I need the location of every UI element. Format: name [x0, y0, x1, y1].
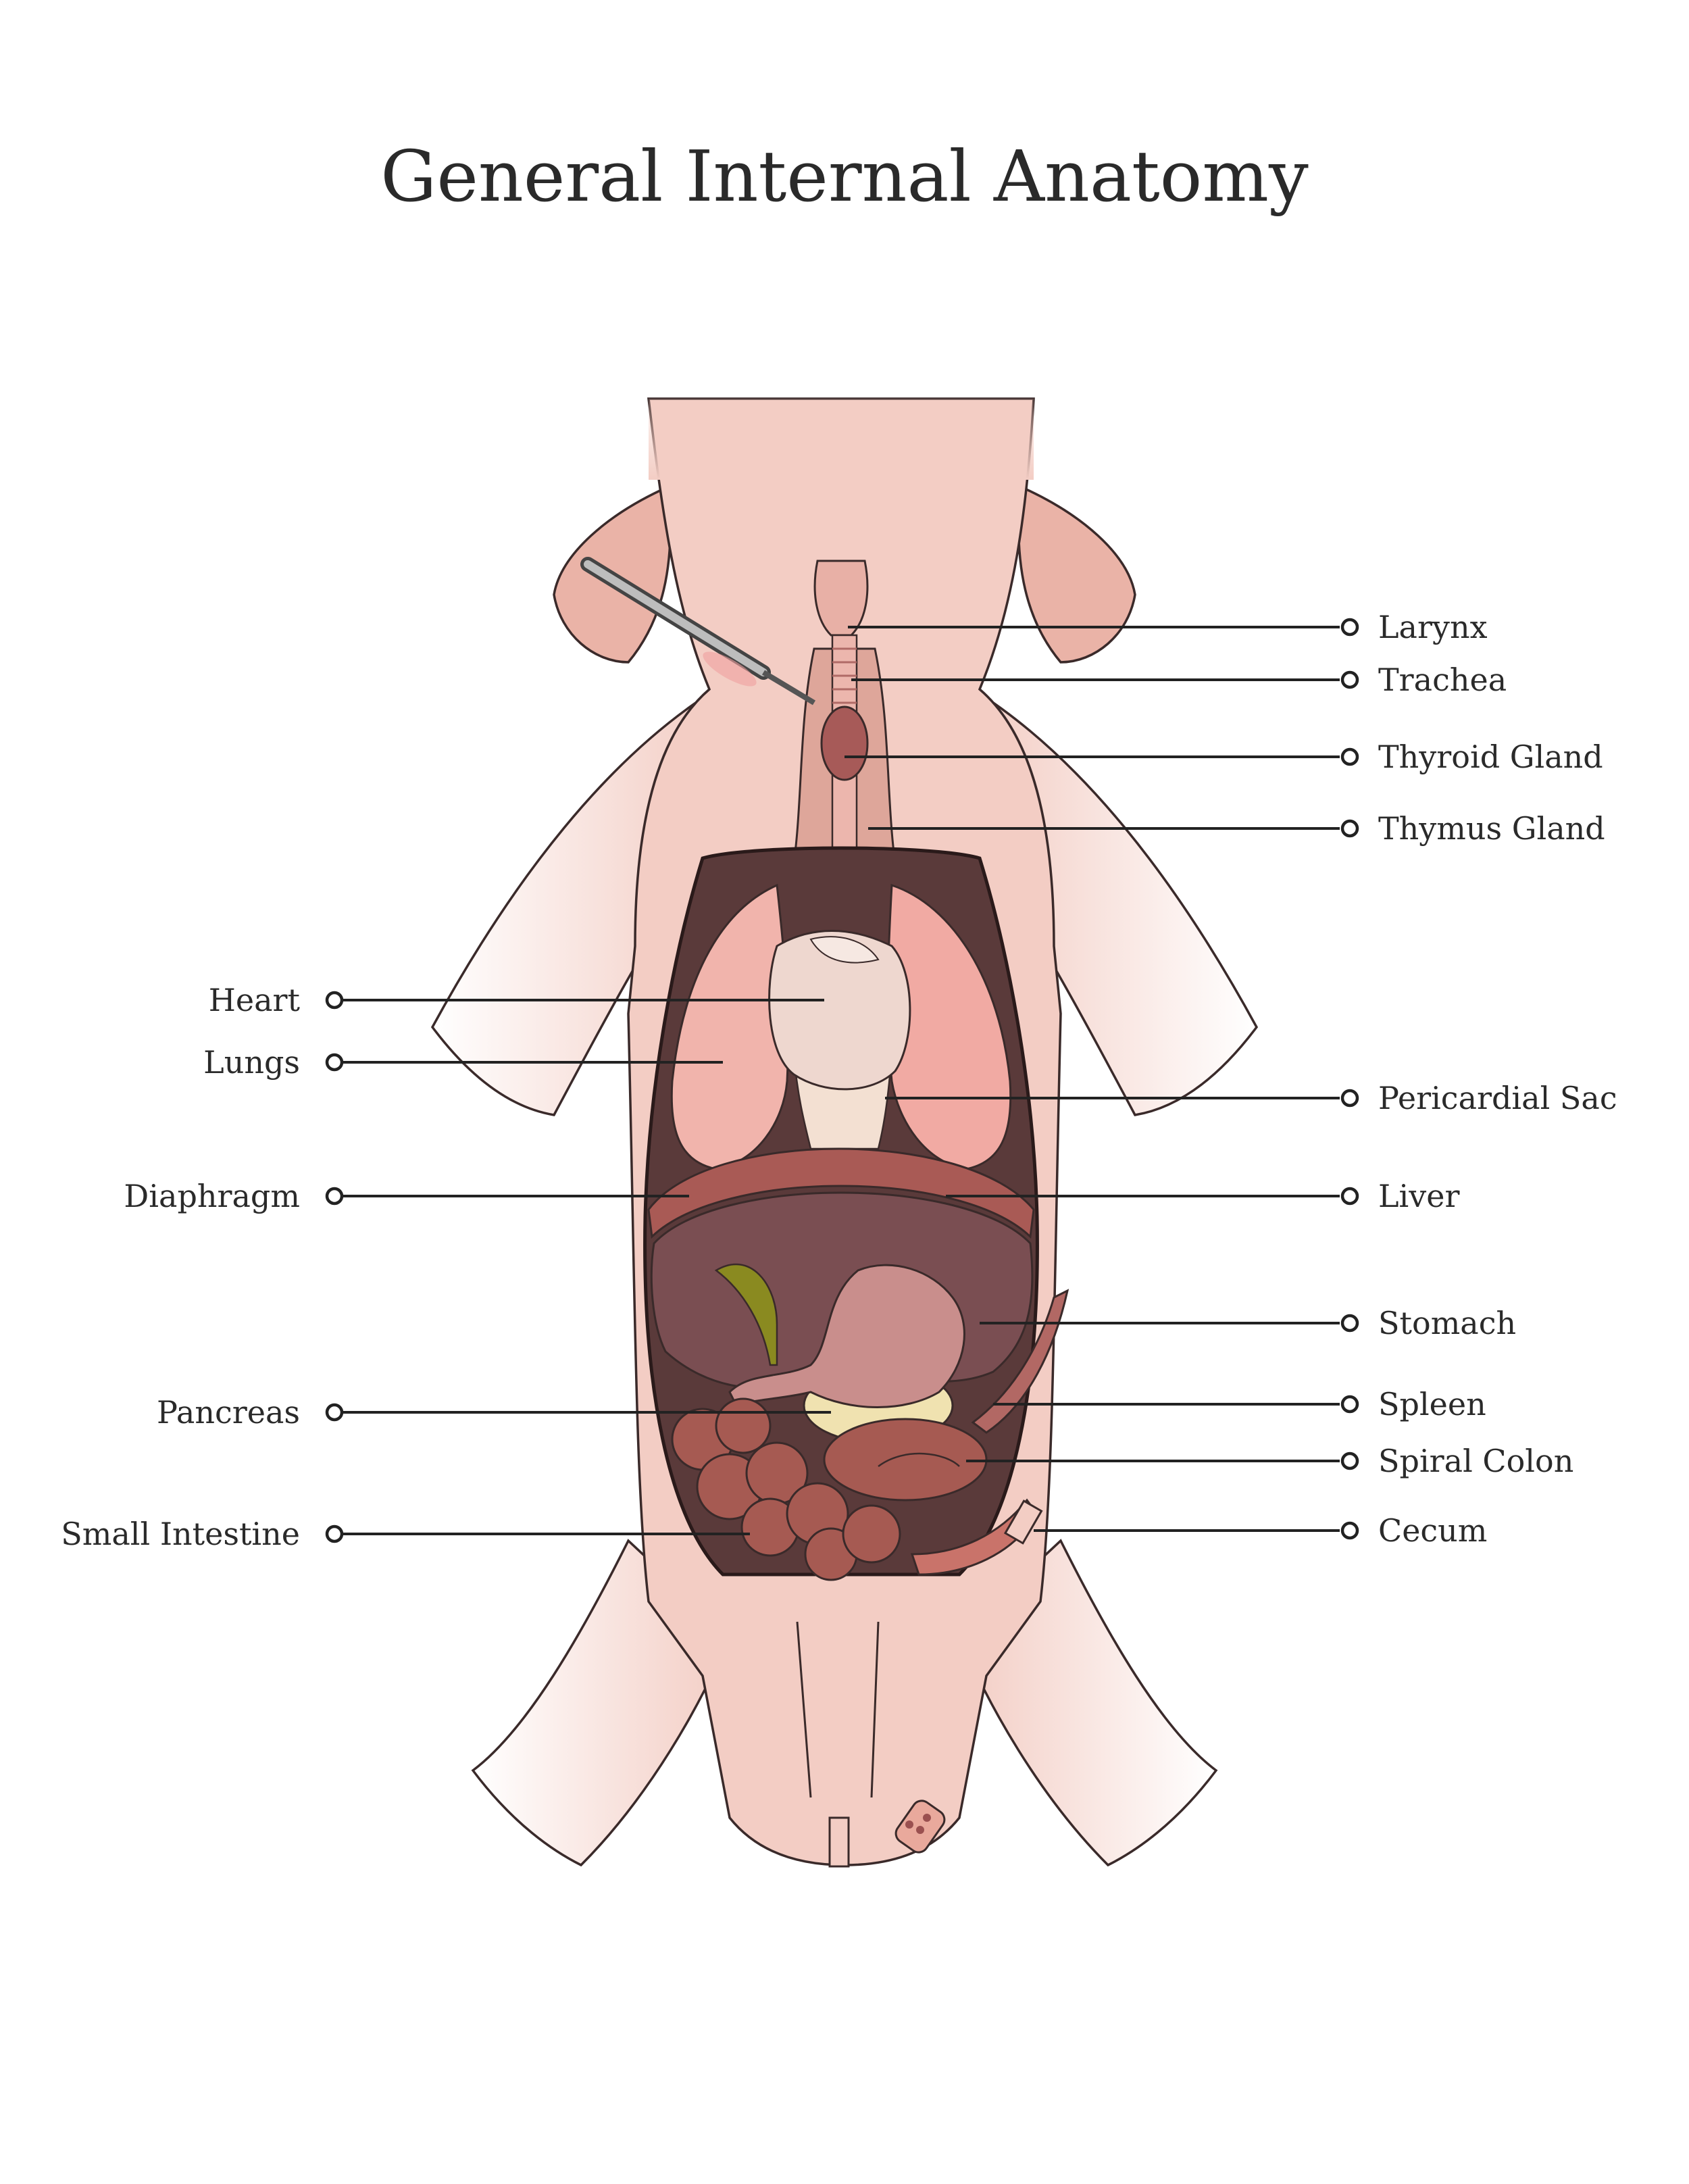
callout-trachea: Trachea: [851, 662, 1507, 698]
gallbladder-shape: [714, 1263, 778, 1366]
callout-liver: Liver: [946, 1178, 1459, 1214]
larynx-shape: [813, 560, 869, 637]
callout-spleen: Spleen: [993, 1386, 1486, 1422]
neck-organs: [580, 557, 902, 903]
spiral-colon-shape: [823, 1418, 988, 1502]
label-trachea: Trachea: [1378, 662, 1507, 698]
callout-thymus-gland: Thymus Gland: [868, 810, 1605, 847]
diaphragm-shape: [647, 1147, 1035, 1239]
label-spleen: Spleen: [1378, 1386, 1486, 1422]
label-pericardial-sac: Pericardial Sac: [1378, 1080, 1617, 1116]
callout-heart: Heart: [209, 982, 824, 1018]
label-thymus-gland: Thymus Gland: [1378, 810, 1605, 847]
label-spiral-colon: Spiral Colon: [1378, 1443, 1573, 1479]
label-stomach: Stomach: [1378, 1305, 1516, 1341]
label-liver: Liver: [1378, 1178, 1459, 1214]
label-pancreas: Pancreas: [157, 1394, 300, 1431]
umbilical-cord: [894, 1800, 946, 1854]
callout-lungs: Lungs: [203, 1044, 723, 1081]
callout-small-intestine: Small Intestine: [61, 1516, 750, 1552]
callout-thyroid-gland: Thyroid Gland: [844, 739, 1603, 775]
callout-larynx: Larynx: [848, 609, 1488, 645]
body-cavity: [643, 846, 1069, 1581]
label-diaphragm: Diaphragm: [124, 1178, 300, 1214]
label-thyroid-gland: Thyroid Gland: [1378, 739, 1603, 775]
callout-cecum: Cecum: [1034, 1512, 1487, 1549]
callout-diaphragm: Diaphragm: [124, 1178, 689, 1214]
label-larynx: Larynx: [1378, 609, 1488, 645]
label-heart: Heart: [209, 982, 301, 1018]
label-lungs: Lungs: [203, 1044, 300, 1081]
callout-stomach: Stomach: [980, 1305, 1516, 1341]
label-cecum: Cecum: [1378, 1512, 1487, 1549]
small-intestine-shape: [671, 1397, 901, 1581]
dissection-probe: [580, 557, 816, 705]
label-callouts: Larynx Trachea Thyroid Gland Thymus Glan…: [61, 609, 1617, 1552]
thyroid-shape: [820, 705, 869, 781]
callout-pericardial-sac: Pericardial Sac: [885, 1080, 1617, 1116]
heart-shape: [768, 930, 911, 1091]
stomach-shape: [728, 1264, 965, 1408]
callout-spiral-colon: Spiral Colon: [966, 1443, 1573, 1479]
callout-pancreas: Pancreas: [157, 1394, 831, 1431]
page-title: General Internal Anatomy: [380, 135, 1309, 218]
label-small-intestine: Small Intestine: [61, 1516, 300, 1552]
spleen-shape: [971, 1289, 1069, 1434]
